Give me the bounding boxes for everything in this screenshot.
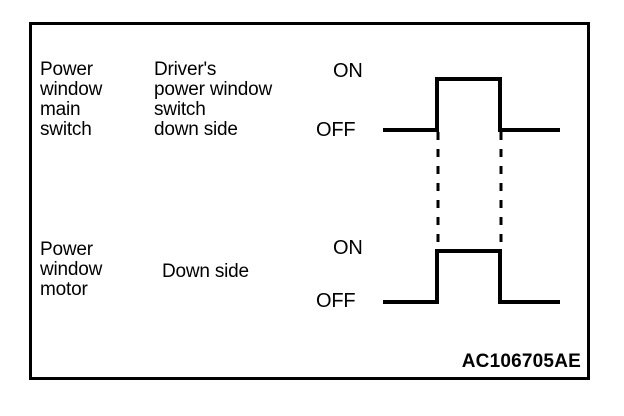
- figure-border: [29, 22, 590, 380]
- system-label-power-window-main-switch: Power window main switch: [40, 59, 103, 140]
- system-label-power-window-motor: Power window motor: [40, 239, 103, 300]
- signal-label-down-side: Down side: [162, 261, 249, 282]
- figure-reference-code: AC106705AE: [461, 351, 581, 372]
- waveform-1-state-low-label: OFF: [316, 119, 356, 141]
- waveform-1-state-high-label: ON: [333, 60, 363, 82]
- waveform-2-state-high-label: ON: [333, 237, 363, 259]
- signal-label-drivers-power-window-switch-down-side: Driver's power window switch down side: [154, 59, 272, 140]
- waveform-2-state-low-label: OFF: [316, 290, 356, 312]
